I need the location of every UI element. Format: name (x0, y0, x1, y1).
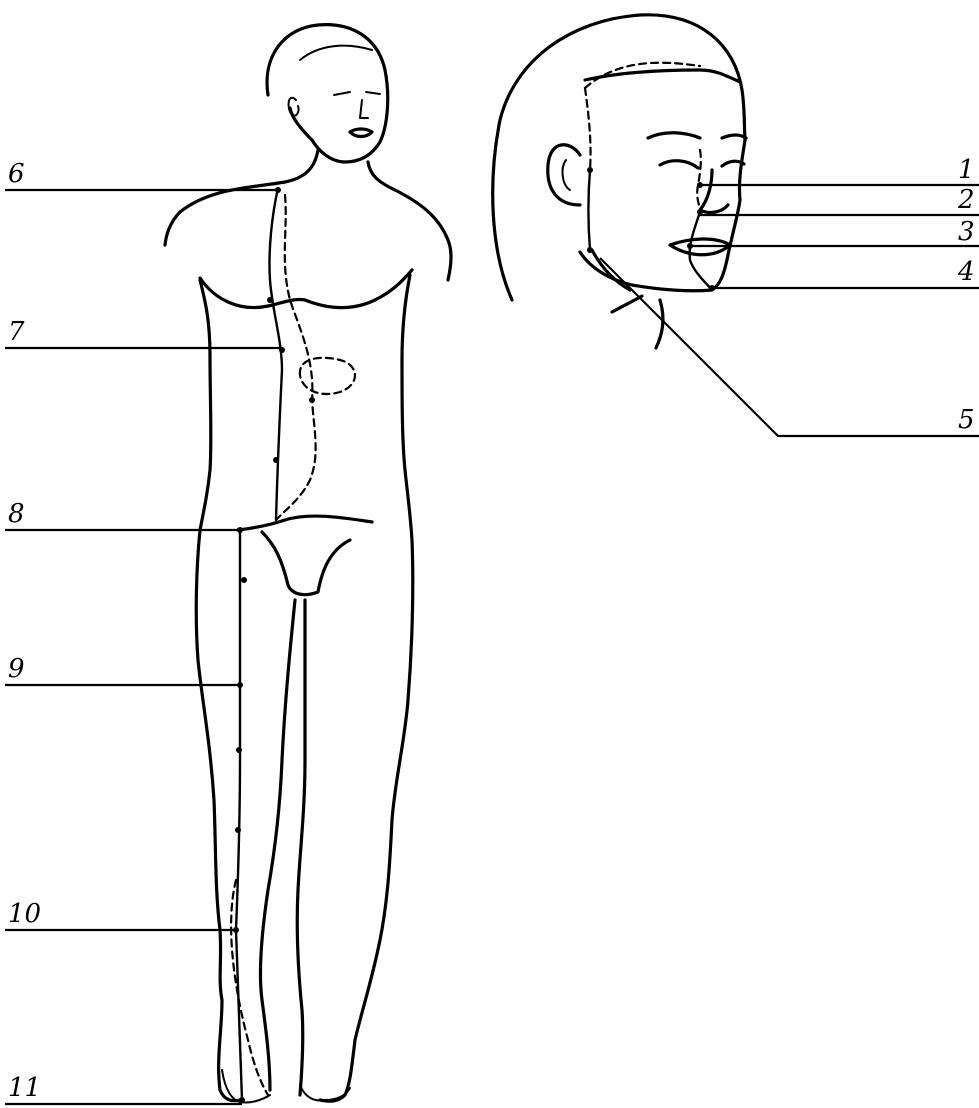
body-eye-right (366, 92, 380, 94)
body-groin (262, 532, 350, 595)
acupoint-dot (309, 397, 315, 403)
leader-lines (5, 185, 979, 1104)
body-meridian-path (231, 187, 316, 1103)
body-leg-inner-left (260, 600, 295, 1090)
head-ear-inner (563, 160, 570, 190)
head-brow-right (722, 135, 746, 138)
head-eye-left (660, 161, 698, 168)
body-neck-right (368, 162, 451, 280)
body-leg-inner-right (297, 600, 305, 1095)
head-acupoint-dot (587, 167, 593, 173)
body-eye-left (334, 92, 350, 95)
body-neck-left (165, 150, 318, 245)
body-mouth (350, 129, 372, 137)
acupoint-dot (235, 827, 241, 833)
head-meridian-face-line (690, 212, 712, 290)
callout-label-5: 5 (958, 405, 975, 435)
body-figure (165, 25, 451, 1103)
body-nose (360, 100, 368, 118)
acupoint-dot (267, 297, 273, 303)
body-hairline (300, 46, 372, 60)
head-outline (493, 15, 745, 300)
acupoint-dot (239, 1097, 245, 1103)
acupoint-dot (241, 577, 247, 583)
callout-label-10: 10 (8, 899, 41, 929)
callout-label-6: 6 (8, 159, 25, 189)
callout-label-7: 7 (8, 317, 25, 347)
head-nose (700, 170, 728, 212)
body-hip-line (238, 516, 372, 530)
head-meridian-face (697, 150, 702, 212)
acupoint-dot (273, 457, 279, 463)
callout-label-1: 1 (958, 155, 975, 185)
callout-label-4: 4 (957, 257, 975, 287)
body-torso-left (196, 280, 240, 1101)
head-detail-figure (493, 15, 746, 348)
head-meridian-path (585, 63, 715, 291)
body-torso-right (320, 275, 413, 1101)
callout-label-3: 3 (958, 217, 975, 247)
head-neck-left (612, 296, 642, 312)
callout-label-2: 2 (957, 185, 975, 215)
callout-label-11: 11 (8, 1073, 41, 1103)
head-brow-left (648, 133, 700, 138)
callout-labels: 1 2 3 4 5 6 7 8 9 10 11 (8, 155, 975, 1103)
stomach-outline (300, 358, 355, 394)
head-acupoint-dot (587, 247, 593, 253)
head-ear (548, 145, 580, 205)
body-chest (200, 270, 412, 308)
callout-label-8: 8 (8, 499, 25, 529)
head-meridian-temple (585, 88, 591, 170)
head-meridian-jaw (589, 170, 591, 250)
head-neck-right (656, 300, 663, 348)
meridian-trunk-line (269, 188, 282, 520)
callout-label-9: 9 (8, 654, 25, 684)
acupoint-dot (236, 747, 242, 753)
